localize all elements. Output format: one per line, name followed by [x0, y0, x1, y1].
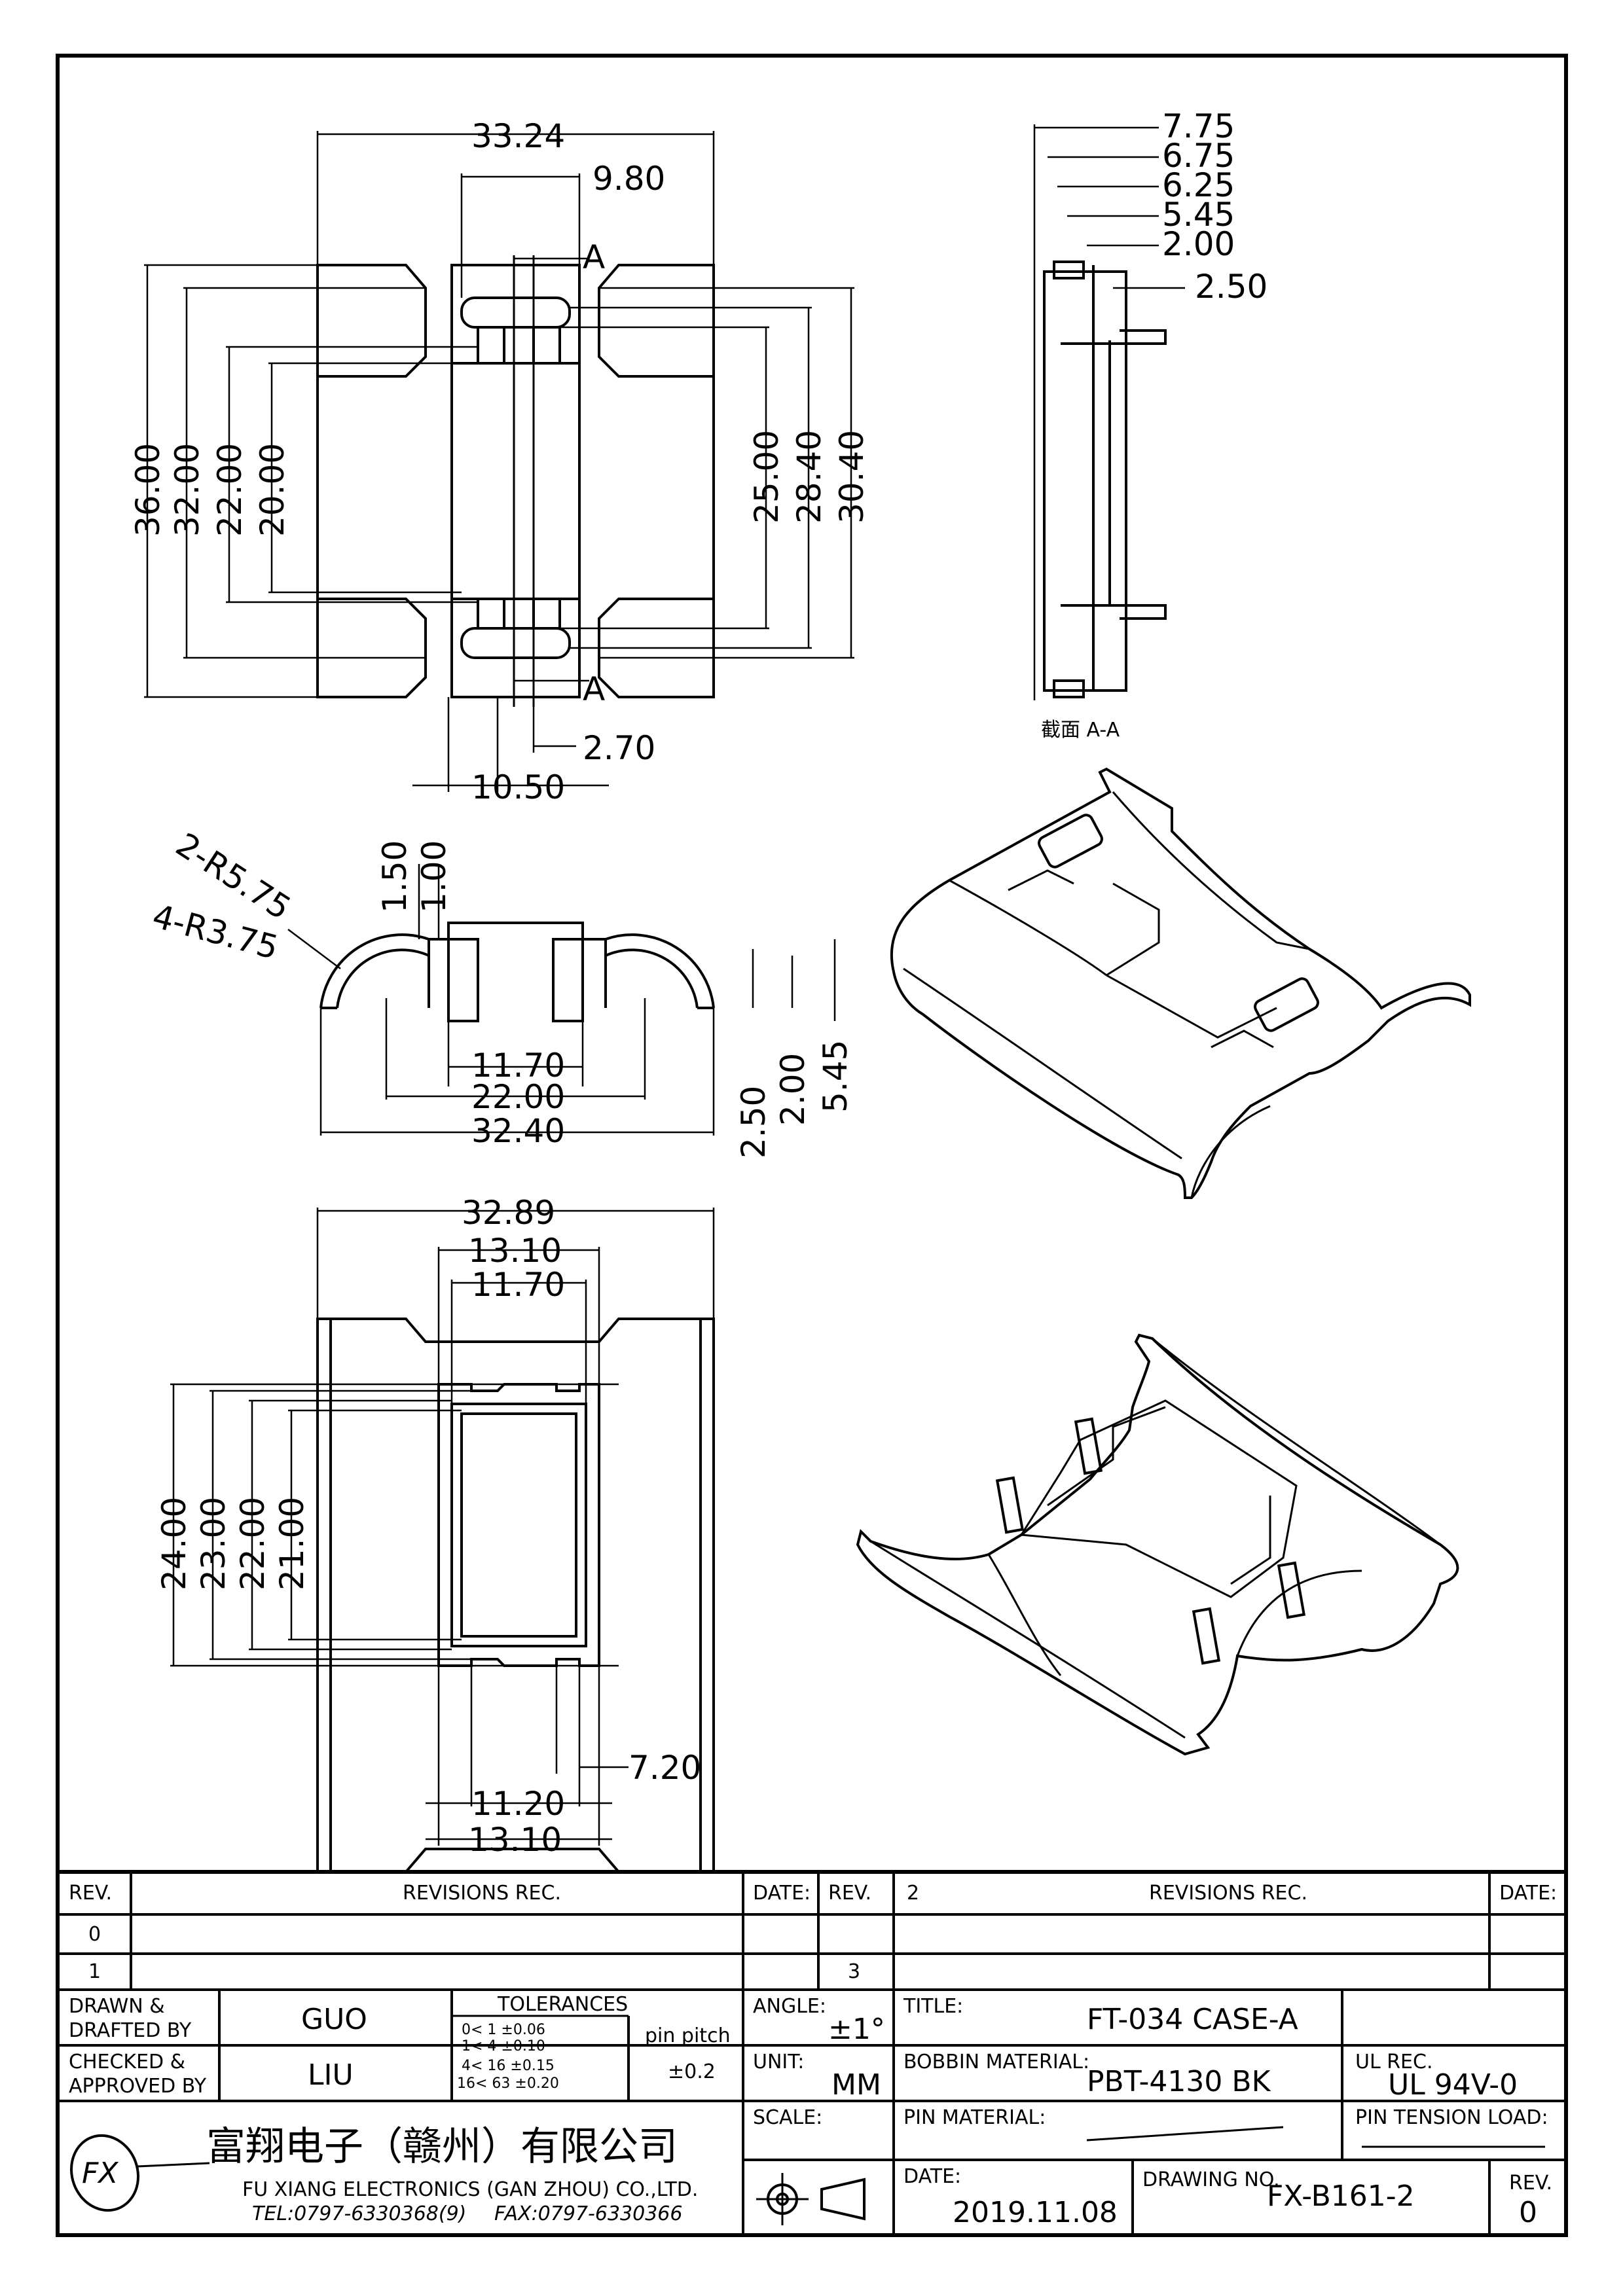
- company-tel: TEL:0797-6330368(9): [252, 2202, 466, 2225]
- section-marker-bottom: A: [583, 670, 605, 708]
- dim-f3240: 32.40: [471, 1112, 565, 1150]
- title-label: TITLE:: [903, 1995, 963, 2018]
- drawn-label-1: DRAWN &: [69, 1995, 165, 2018]
- ul-value: UL 94V-0: [1388, 2068, 1518, 2102]
- dim-b24: 24.00: [155, 1497, 193, 1590]
- dim-f200: 2.00: [774, 1053, 812, 1126]
- dim-h36: 36.00: [129, 443, 167, 537]
- company-name-cn: 富翔电子（赣州）有限公司: [206, 2124, 678, 2170]
- dim-s675: 6.75: [1162, 137, 1235, 175]
- sheet-border: [56, 54, 1568, 2237]
- checked-label-2: APPROVED BY: [69, 2075, 207, 2098]
- pin-pitch-value: ±0.2: [668, 2060, 716, 2083]
- dim-f250: 2.50: [735, 1086, 773, 1158]
- logo-text: FX: [82, 2157, 119, 2190]
- revisions-rec-header: REVISIONS REC.: [403, 1882, 561, 1905]
- unit-value: MM: [831, 2068, 881, 2102]
- drawn-label-2: DRAFTED BY: [69, 2019, 192, 2042]
- date-header: DATE:: [753, 1882, 811, 1905]
- tol-1: 0< 1 ±0.06: [462, 2022, 545, 2038]
- dim-b23: 23.00: [194, 1497, 232, 1590]
- section-label: 截面 A-A: [1041, 719, 1120, 742]
- title-block: [56, 1870, 1568, 2237]
- dim-b1310: 13.10: [468, 1232, 562, 1270]
- angle-label: ANGLE:: [753, 1995, 826, 2018]
- rev-header-2: REV.: [828, 1882, 871, 1905]
- rev-0: 0: [88, 1923, 101, 1946]
- section-view: [1033, 124, 1185, 700]
- dim-f545: 5.45: [816, 1040, 854, 1113]
- dim-b21: 21.00: [273, 1497, 311, 1590]
- revisions-rec-header-2: REVISIONS REC.: [1149, 1882, 1307, 1905]
- dim-s775: 7.75: [1162, 107, 1235, 145]
- date-header-2: DATE:: [1499, 1882, 1557, 1905]
- checked-by: LIU: [308, 2058, 354, 2092]
- dim-top-slot: 9.80: [593, 160, 665, 198]
- date-value: 2019.11.08: [953, 2196, 1118, 2229]
- drawing-no-value: FX-B161-2: [1267, 2179, 1415, 2213]
- dim-v150: 1.50: [376, 840, 414, 913]
- dim-h30: 30.40: [833, 430, 871, 524]
- rev-label: REV.: [1509, 2172, 1552, 2195]
- tolerances-label: TOLERANCES: [497, 1993, 628, 2016]
- dim-w270: 2.70: [583, 729, 655, 767]
- pin-material-label: PIN MATERIAL:: [903, 2106, 1046, 2129]
- date-label: DATE:: [903, 2165, 961, 2188]
- dim-s200: 2.00: [1162, 225, 1235, 263]
- dim-h25: 25.00: [748, 430, 786, 524]
- pin-pitch-label: pin pitch: [645, 2024, 731, 2047]
- unit-label: UNIT:: [753, 2051, 804, 2073]
- iso-view-bottom: [856, 1333, 1459, 1756]
- dim-s250: 2.50: [1195, 268, 1267, 306]
- dim-b720: 7.20: [629, 1749, 701, 1787]
- tol-2: 1< 4 ±0.10: [462, 2038, 545, 2054]
- dim-f1170: 11.70: [471, 1047, 565, 1085]
- dim-h28: 28.40: [790, 430, 828, 524]
- dim-h22: 22.00: [211, 443, 249, 537]
- dim-b3289: 32.89: [462, 1194, 555, 1232]
- pin-tension-label: PIN TENSION LOAD:: [1355, 2106, 1548, 2129]
- dim-b1120: 11.20: [471, 1785, 565, 1823]
- drawn-by: GUO: [301, 2003, 367, 2036]
- dim-h20: 20.00: [253, 443, 291, 537]
- dim-s545: 5.45: [1162, 196, 1235, 234]
- scale-label: SCALE:: [753, 2106, 822, 2129]
- angle-value: ±1°: [828, 2013, 885, 2046]
- rev-3: 3: [848, 1960, 860, 1983]
- title-value: FT-034 CASE-A: [1087, 2003, 1298, 2036]
- dim-s625: 6.25: [1162, 166, 1235, 204]
- bobbin-value: PBT-4130 BK: [1087, 2065, 1271, 2098]
- rev-1: 1: [88, 1960, 101, 1983]
- dim-f2200: 22.00: [471, 1078, 565, 1116]
- rev-right-num: 2: [907, 1882, 919, 1905]
- company-name-en: FU XIANG ELECTRONICS (GAN ZHOU) CO.,LTD.: [242, 2178, 698, 2201]
- company-fax: FAX:0797-6330366: [494, 2202, 682, 2225]
- checked-label-1: CHECKED &: [69, 2051, 185, 2073]
- iso-view-top: [890, 767, 1471, 1199]
- dim-h32: 32.00: [168, 443, 206, 537]
- tol-3: 4< 16 ±0.15: [462, 2058, 555, 2074]
- top-view: [144, 131, 854, 792]
- rev-header: REV.: [69, 1882, 112, 1905]
- section-marker-top: A: [583, 238, 605, 276]
- dim-b22: 22.00: [234, 1497, 272, 1590]
- bottom-view: [170, 1208, 715, 1873]
- bobbin-label: BOBBIN MATERIAL:: [903, 2051, 1089, 2073]
- dim-v100: 1.00: [415, 840, 453, 913]
- drawing-no-label: DRAWING NO.: [1142, 2168, 1280, 2191]
- front-view: [287, 864, 836, 1136]
- rev-value: 0: [1519, 2196, 1537, 2229]
- dim-w1050: 10.50: [471, 768, 565, 806]
- ul-label: UL REC.: [1355, 2051, 1433, 2073]
- dim-b1170: 11.70: [471, 1266, 565, 1304]
- tol-4: 16< 63 ±0.20: [457, 2075, 559, 2092]
- dim-b1310b: 13.10: [468, 1821, 562, 1859]
- dim-top-width: 33.24: [471, 117, 565, 155]
